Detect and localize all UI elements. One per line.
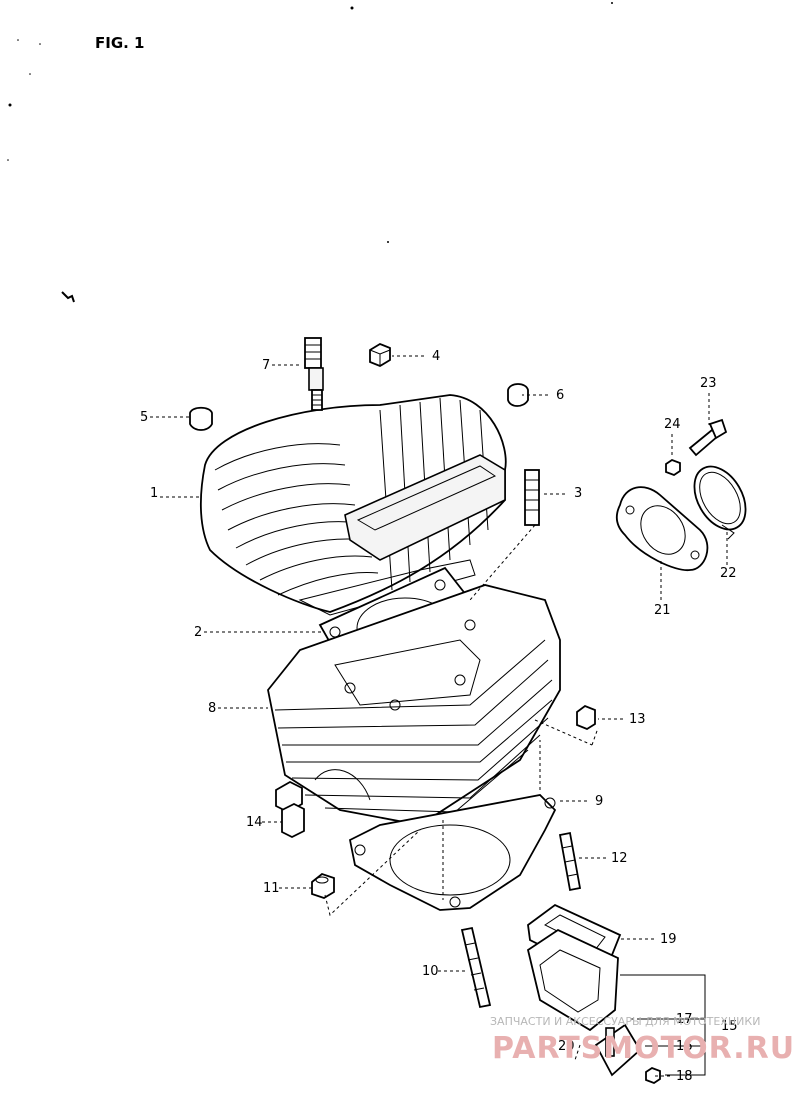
guide-lines	[324, 524, 599, 1061]
intake-pipe	[615, 486, 709, 571]
callout-21: 21	[654, 603, 671, 618]
callout-13: 13	[629, 712, 646, 727]
figure-title: FIG. 1	[95, 34, 145, 52]
scan-noise	[7, 2, 613, 303]
callout-4: 4	[432, 349, 440, 364]
cylinder-stud-long	[460, 926, 492, 1009]
cylinder-fitting	[576, 704, 596, 731]
head-nut	[369, 342, 391, 368]
intake-bolt	[688, 418, 728, 457]
head-stud	[524, 469, 540, 526]
callout-17: 17	[676, 1012, 693, 1027]
callout-19: 19	[660, 932, 677, 947]
callout-10: 10	[422, 964, 439, 979]
cylinder-head	[199, 394, 507, 616]
callout-24: 24	[664, 417, 681, 432]
base-nut	[311, 872, 335, 899]
cylinder-block	[267, 584, 561, 826]
callout-9: 9	[595, 794, 603, 809]
callout-12: 12	[611, 851, 628, 866]
callout-16: 16	[676, 1039, 693, 1054]
base-gasket	[348, 794, 557, 911]
watermark-brand: PARTSMOTOR.RU	[492, 1031, 795, 1066]
plug-cap-left	[189, 406, 213, 431]
callout-11: 11	[263, 881, 280, 896]
callout-8: 8	[208, 701, 216, 716]
intake-washer	[665, 458, 681, 477]
callout-18: 18	[676, 1069, 693, 1084]
cylinder-stud-short	[558, 831, 582, 892]
callout-1: 1	[150, 486, 158, 501]
plug-cap-right	[507, 383, 529, 407]
watermark: ЗАПЧАСТИ И АКСЕССУАРЫ ДЛЯ МОТОТЕХНИКИ PA…	[490, 1015, 795, 1066]
decompression-valve	[275, 780, 305, 839]
callout-23: 23	[700, 376, 717, 391]
callout-22: 22	[720, 566, 737, 581]
callout-6: 6	[556, 388, 564, 403]
callout-2: 2	[194, 625, 202, 640]
intake-clamp	[693, 465, 747, 540]
reed-screw	[645, 1066, 661, 1085]
bracket-15	[620, 974, 706, 1076]
callout-20: 20	[558, 1039, 575, 1054]
callout-7: 7	[262, 358, 270, 373]
callout-15: 15	[721, 1019, 738, 1034]
callout-14: 14	[246, 815, 263, 830]
spark-plug	[304, 337, 324, 411]
callout-3: 3	[574, 486, 582, 501]
reed-stopper	[594, 1023, 642, 1077]
watermark-tagline: ЗАПЧАСТИ И АКСЕССУАРЫ ДЛЯ МОТОТЕХНИКИ	[490, 1015, 760, 1028]
callout-5: 5	[140, 410, 148, 425]
reed-valve-body	[526, 928, 619, 1032]
